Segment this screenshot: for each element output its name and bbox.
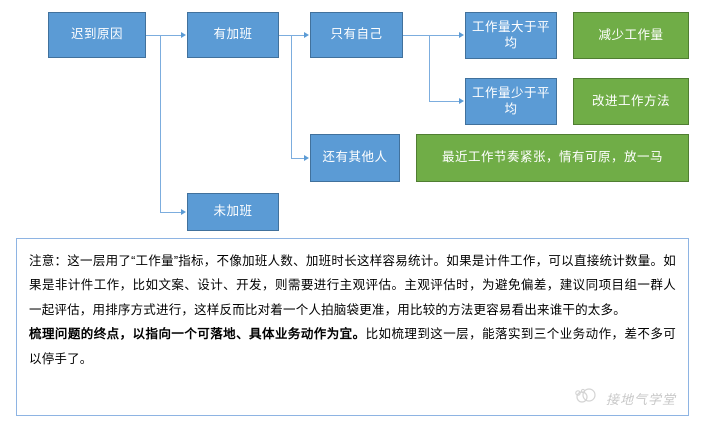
connector-cause-to-overtime xyxy=(146,35,181,36)
arrowhead-cause-to-noovertime xyxy=(181,208,186,215)
node-label: 改进工作方法 xyxy=(591,93,670,108)
node-workload-below-average[interactable]: 工作量少于平均 xyxy=(465,78,557,125)
node-late-reason[interactable]: 迟到原因 xyxy=(48,12,146,58)
watermark-label: 接地气学堂 xyxy=(605,392,676,407)
node-label: 有加班 xyxy=(213,27,253,42)
connector-overtime-to-others-vertical xyxy=(291,35,292,158)
connector-self-to-workload-low-vertical xyxy=(429,35,430,101)
node-only-self[interactable]: 只有自己 xyxy=(310,12,403,58)
note-paragraph-1: 注意：这一层用了“工作量”指标，不像加班人数、加班时长这样容易统计。如果是计件工… xyxy=(29,254,676,317)
watermark: 接地气学堂 xyxy=(574,388,676,409)
node-has-overtime[interactable]: 有加班 xyxy=(187,12,279,58)
arrowhead-self-to-workload-low xyxy=(459,97,464,104)
node-action-improve-method[interactable]: 改进工作方法 xyxy=(573,78,689,125)
cloud-logo-icon xyxy=(574,388,600,409)
connector-overtime-to-others-horizontal xyxy=(291,158,304,159)
connector-self-to-workload-high xyxy=(403,35,459,36)
node-label: 工作量大于平均 xyxy=(471,19,550,50)
node-label: 工作量少于平均 xyxy=(471,85,550,116)
node-action-reduce-workload[interactable]: 减少工作量 xyxy=(573,12,689,59)
note-text: 注意：这一层用了“工作量”指标，不像加班人数、加班时长这样容易统计。如果是计件工… xyxy=(29,249,676,371)
node-label: 只有自己 xyxy=(330,27,383,42)
node-label: 还有其他人 xyxy=(322,150,388,165)
note-paragraph-2-bold: 梳理问题的终点，以指向一个可落地、具体业务动作为宜。 xyxy=(29,327,366,342)
node-label: 迟到原因 xyxy=(70,27,123,42)
connector-cause-to-noovertime-vertical xyxy=(160,35,161,212)
node-label: 最近工作节奏紧张，情有可原，放一马 xyxy=(441,150,663,165)
arrowhead-cause-to-overtime xyxy=(181,31,186,38)
arrowhead-overtime-to-others xyxy=(304,154,309,161)
arrowhead-overtime-to-self xyxy=(304,31,309,38)
node-action-excuse-this-time[interactable]: 最近工作节奏紧张，情有可原，放一马 xyxy=(416,134,689,182)
node-label: 未加班 xyxy=(213,204,253,219)
connector-cause-to-noovertime-horizontal xyxy=(160,212,181,213)
node-workload-above-average[interactable]: 工作量大于平均 xyxy=(465,12,557,59)
note-paragraph-2-rest: 比如梳理到这一层，能落实到三个业务动作，差不多可以停手了。 xyxy=(29,327,676,366)
node-no-overtime[interactable]: 未加班 xyxy=(187,193,279,231)
node-label: 减少工作量 xyxy=(598,27,664,42)
note-box: 注意：这一层用了“工作量”指标，不像加班人数、加班时长这样容易统计。如果是计件工… xyxy=(16,238,689,416)
connector-self-to-workload-low-horizontal xyxy=(429,101,459,102)
arrowhead-self-to-workload-high xyxy=(459,31,464,38)
node-others-too[interactable]: 还有其他人 xyxy=(310,134,400,182)
